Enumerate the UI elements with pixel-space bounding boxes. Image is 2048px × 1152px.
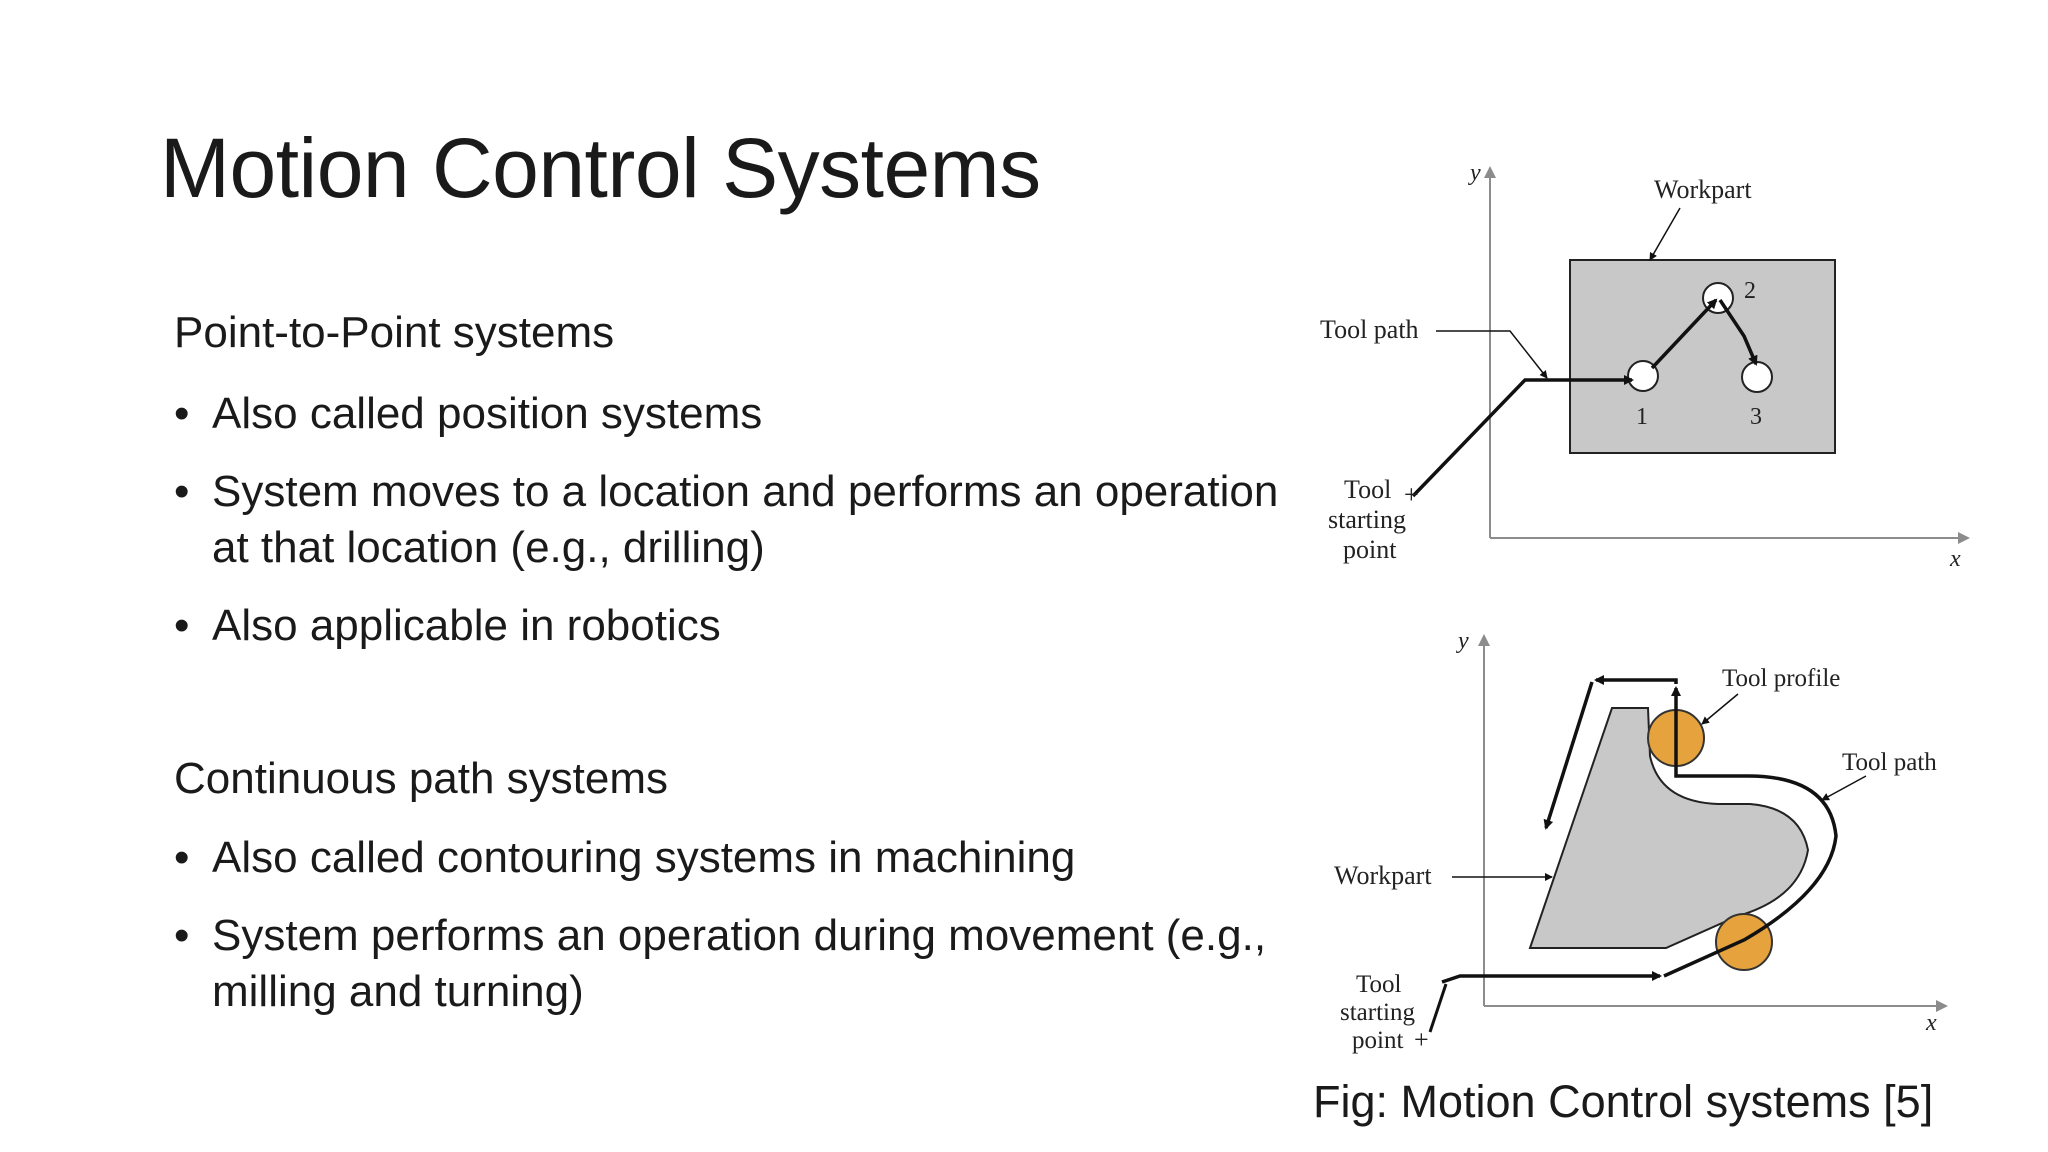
bullet-item: • System performs an operation during mo… <box>174 908 1284 1020</box>
tool-start-link <box>1428 983 1448 1033</box>
hole-label: 1 <box>1636 404 1648 430</box>
workpart-shape <box>1528 707 1810 949</box>
bullet-item: • Also called position systems <box>174 386 1284 442</box>
tool-circle <box>1715 913 1773 971</box>
tool-path-line <box>1663 686 1838 978</box>
tool-path-line <box>1411 375 1634 498</box>
start-plus-marker: + <box>1404 480 1419 509</box>
section-heading-continuous-path: Continuous path systems <box>174 754 669 803</box>
bullet-item: • Also called contouring systems in mach… <box>174 830 1284 886</box>
bullet-dot: • <box>174 467 190 516</box>
tool-path-line <box>1594 675 1678 685</box>
tool-start-label: starting <box>1340 999 1415 1026</box>
bullet-dot: • <box>174 601 190 650</box>
point-to-point-diagram: y x Workpart 1 2 3 Tool path Tool starti… <box>1320 160 1970 572</box>
workpart-label: Workpart <box>1334 861 1432 890</box>
workpart-rect <box>1569 259 1836 454</box>
continuous-path-diagram: y x Workpart Tool profile Tool path Tool… <box>1334 628 1948 1054</box>
section-heading-point-to-point: Point-to-Point systems <box>174 308 615 357</box>
bullet-dot: • <box>174 911 190 960</box>
hole-circle <box>1741 361 1773 393</box>
tool-path-leader <box>1821 775 1867 801</box>
y-axis-label: y <box>1468 160 1481 186</box>
bullet-text: Also called contouring systems in machin… <box>212 833 1076 882</box>
bullet-text: System moves to a location and performs … <box>212 467 1279 572</box>
tool-profile-leader <box>1701 693 1739 725</box>
tool-path-line <box>1650 298 1718 370</box>
bullet-item: • Also applicable in robotics <box>174 598 1284 654</box>
tool-path-label: Tool path <box>1320 315 1419 344</box>
y-axis-label: y <box>1456 628 1469 654</box>
tool-start-label: starting <box>1328 505 1406 534</box>
tool-path-line <box>1543 681 1594 830</box>
hole-label: 3 <box>1750 404 1762 430</box>
tool-start-label: Tool <box>1344 475 1391 504</box>
workpart-label: Workpart <box>1654 175 1752 204</box>
x-axis-label: x <box>1925 1010 1937 1036</box>
hole-label: 2 <box>1744 278 1756 304</box>
tool-start-label: Tool <box>1356 971 1402 998</box>
tool-path-line <box>1718 299 1758 366</box>
workpart-leader <box>1649 207 1681 261</box>
slide-title: Motion Control Systems <box>160 121 1041 215</box>
start-plus-marker: + <box>1414 1025 1429 1054</box>
x-axis-label: x <box>1949 546 1961 572</box>
bullet-item: • System moves to a location and perform… <box>174 464 1284 576</box>
tool-start-label: point <box>1343 535 1397 564</box>
tool-path-leader <box>1436 330 1548 379</box>
figure-caption: Fig: Motion Control systems [5] <box>1313 1076 1934 1127</box>
bullet-text: Also called position systems <box>212 389 763 438</box>
tool-path-line <box>1441 971 1662 984</box>
tool-path-label: Tool path <box>1842 749 1937 776</box>
bullet-dot: • <box>174 389 190 438</box>
bullet-text: System performs an operation during move… <box>212 911 1267 1016</box>
bullet-dot: • <box>174 833 190 882</box>
tool-profile-label: Tool profile <box>1722 665 1840 692</box>
bullet-text: Also applicable in robotics <box>212 601 721 650</box>
tool-start-label: point <box>1352 1027 1403 1054</box>
